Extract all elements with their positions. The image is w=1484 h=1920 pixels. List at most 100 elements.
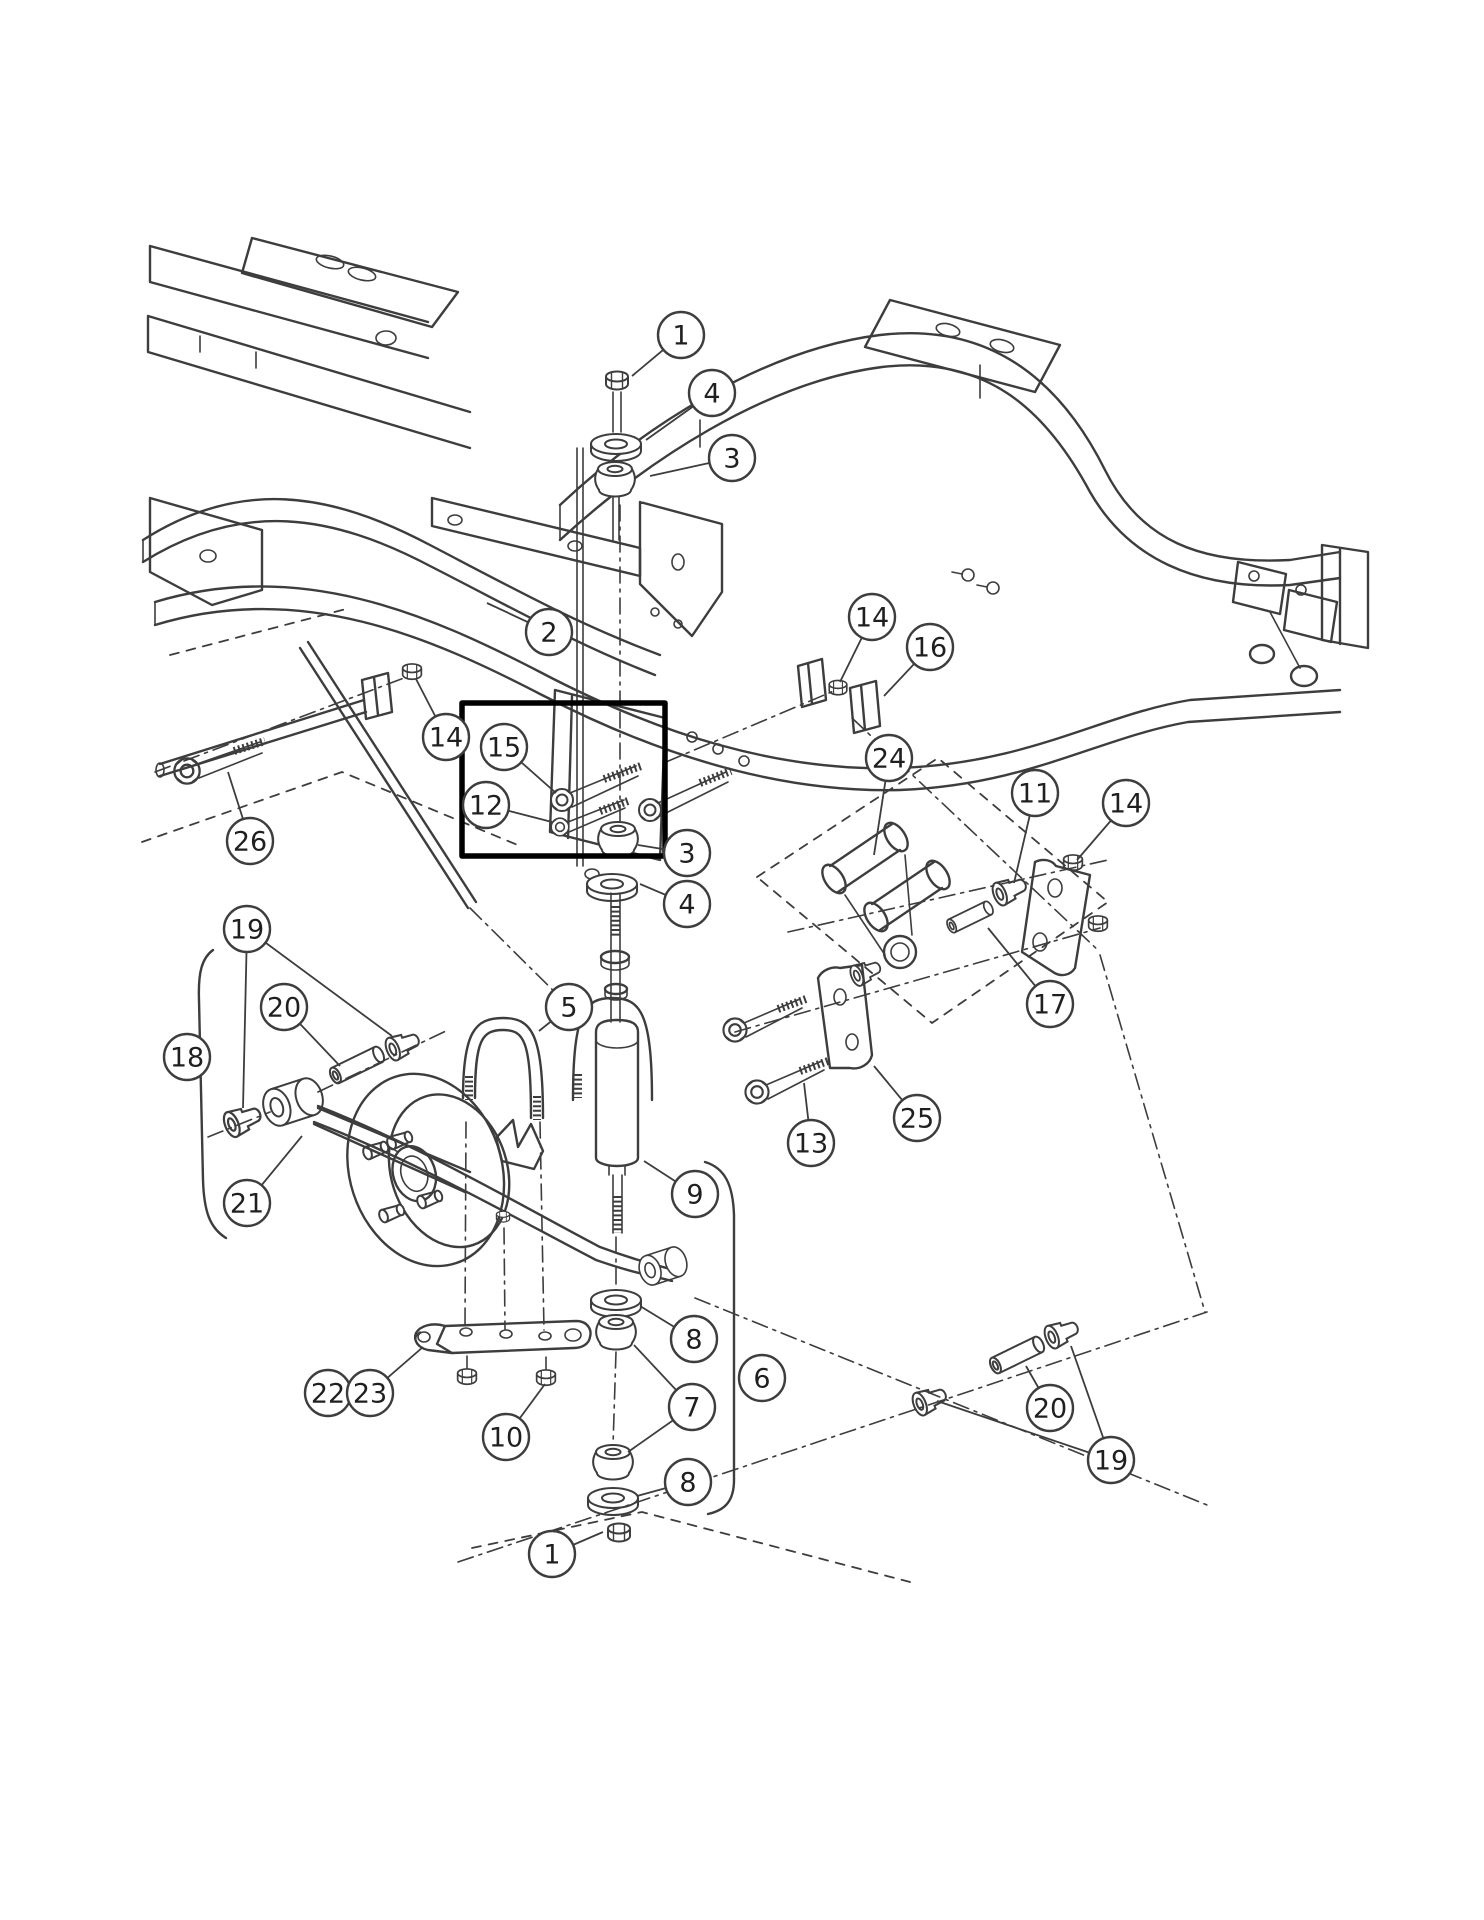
bushing-part-3-top: [594, 461, 636, 498]
callout-14-4: 14: [421, 712, 471, 762]
callout-label: 10: [489, 1423, 523, 1454]
callout-23-30: 23: [345, 1368, 395, 1418]
callout-label: 20: [267, 993, 301, 1024]
bushing-part-7-upper: [595, 1314, 637, 1351]
callout-3-7: 3: [662, 828, 712, 878]
callout-25-16: 25: [892, 1093, 942, 1143]
callout-11-13: 11: [1010, 768, 1060, 818]
pin-17: [944, 899, 996, 935]
bushing-11: [988, 871, 1031, 909]
callout-label: 6: [753, 1364, 770, 1395]
callout-label: 20: [1033, 1394, 1067, 1425]
washer-part-8-upper: [590, 1289, 642, 1318]
callout-label: 12: [469, 791, 503, 822]
callout-4-1: 4: [687, 368, 737, 418]
callout-13-17: 13: [786, 1118, 836, 1168]
callout-14-14: 14: [1101, 778, 1151, 828]
callout-label: 14: [1109, 789, 1143, 820]
bushing-part-7-lower: [592, 1444, 634, 1481]
callout-16-11: 16: [905, 622, 955, 672]
bracket-brace-6: [703, 1160, 736, 1516]
center-hanger-bracket: [430, 447, 724, 892]
callout-label: 18: [170, 1043, 204, 1074]
link-plate-25: [816, 963, 874, 1070]
callout-label: 8: [685, 1325, 702, 1356]
callout-8-24: 8: [669, 1314, 719, 1364]
callout-26-9: 26: [225, 816, 275, 866]
callout-1-0: 1: [656, 310, 706, 360]
callout-2-3: 2: [524, 607, 574, 657]
callout-19-18: 19: [222, 904, 272, 954]
shackle-plates: [1231, 560, 1339, 644]
nut-part-1-bottom: [607, 1522, 631, 1543]
nut-14-mid: [828, 679, 848, 696]
callout-label: 19: [1094, 1446, 1128, 1477]
nut-14-left: [401, 663, 423, 681]
callout-21-21: 21: [222, 1178, 272, 1228]
callout-18-20: 18: [162, 1032, 212, 1082]
equalizer-assembly: [722, 757, 1109, 1105]
callout-label: 23: [353, 1379, 387, 1410]
callout-4-8: 4: [662, 879, 712, 929]
mid-clamps: [665, 657, 1206, 1313]
stabilizer-bar-diagonal: [298, 640, 478, 910]
bolt-13-a: [722, 995, 808, 1043]
callout-24-12: 24: [864, 733, 914, 783]
callout-22-29: 22: [303, 1368, 353, 1418]
callout-19-33: 19: [1086, 1435, 1136, 1485]
callout-1-31: 1: [527, 1529, 577, 1579]
stabilizer-bar-end: [158, 698, 368, 778]
washer-part-4-mid: [586, 873, 638, 902]
frame-upper-left: [146, 236, 472, 656]
callout-20-32: 20: [1025, 1383, 1075, 1433]
callout-label: 13: [794, 1129, 828, 1160]
callout-7-26: 7: [667, 1382, 717, 1432]
callout-label: 22: [311, 1379, 345, 1410]
leaf-spring-lower: [312, 1104, 736, 1516]
callout-leader-19: [242, 928, 248, 1109]
brake-drum: [346, 1072, 511, 1268]
callout-label: 3: [723, 444, 740, 475]
callout-label: 14: [429, 723, 463, 754]
rear-mount-stack: [587, 1236, 642, 1543]
trailing-arm-group: [197, 948, 472, 1240]
callout-3-2: 3: [707, 433, 757, 483]
bushing-19-rear-right: [1040, 1314, 1083, 1352]
callout-label: 2: [540, 618, 557, 649]
clamp-14-mid: [796, 657, 828, 709]
highlight-box: [459, 700, 668, 859]
callout-5-22: 5: [544, 982, 594, 1032]
bolt-12: [550, 797, 630, 837]
frame-lower-rail: [153, 585, 1342, 792]
bolt-right-of-box: [638, 767, 733, 822]
callout-12-6: 12: [461, 780, 511, 830]
mid-mount-stack: [586, 821, 639, 902]
equalizer-link-24: [821, 821, 951, 970]
callout-label: 19: [230, 915, 264, 946]
callout-8-27: 8: [663, 1457, 713, 1507]
spring-plate-group: [414, 1121, 592, 1387]
clamp-16: [848, 679, 882, 735]
callout-label: 8: [679, 1468, 696, 1499]
bushing-part-3-mid: [597, 821, 639, 858]
callout-label: 16: [913, 633, 947, 664]
callout-label: 1: [543, 1540, 560, 1571]
bracket-brace-18: [197, 948, 228, 1240]
rail-end-cap: [1320, 543, 1370, 650]
nut-10-a: [456, 1368, 478, 1386]
callout-label: 21: [230, 1189, 264, 1220]
callout-label: 25: [900, 1104, 934, 1135]
callout-17-15: 17: [1025, 979, 1075, 1029]
callout-label: 9: [686, 1180, 703, 1211]
callout-label: 24: [872, 744, 906, 775]
link-plate-right: [1020, 858, 1092, 977]
callout-15-5: 15: [479, 722, 529, 772]
callout-label: 4: [678, 890, 695, 921]
callout-label: 1: [672, 321, 689, 352]
frame-right-rail: [558, 298, 1370, 688]
u-bolts: [461, 996, 654, 1171]
callout-label: 5: [560, 993, 577, 1024]
arm-front-eye: [257, 1073, 329, 1131]
callout-10-28: 10: [481, 1412, 531, 1462]
